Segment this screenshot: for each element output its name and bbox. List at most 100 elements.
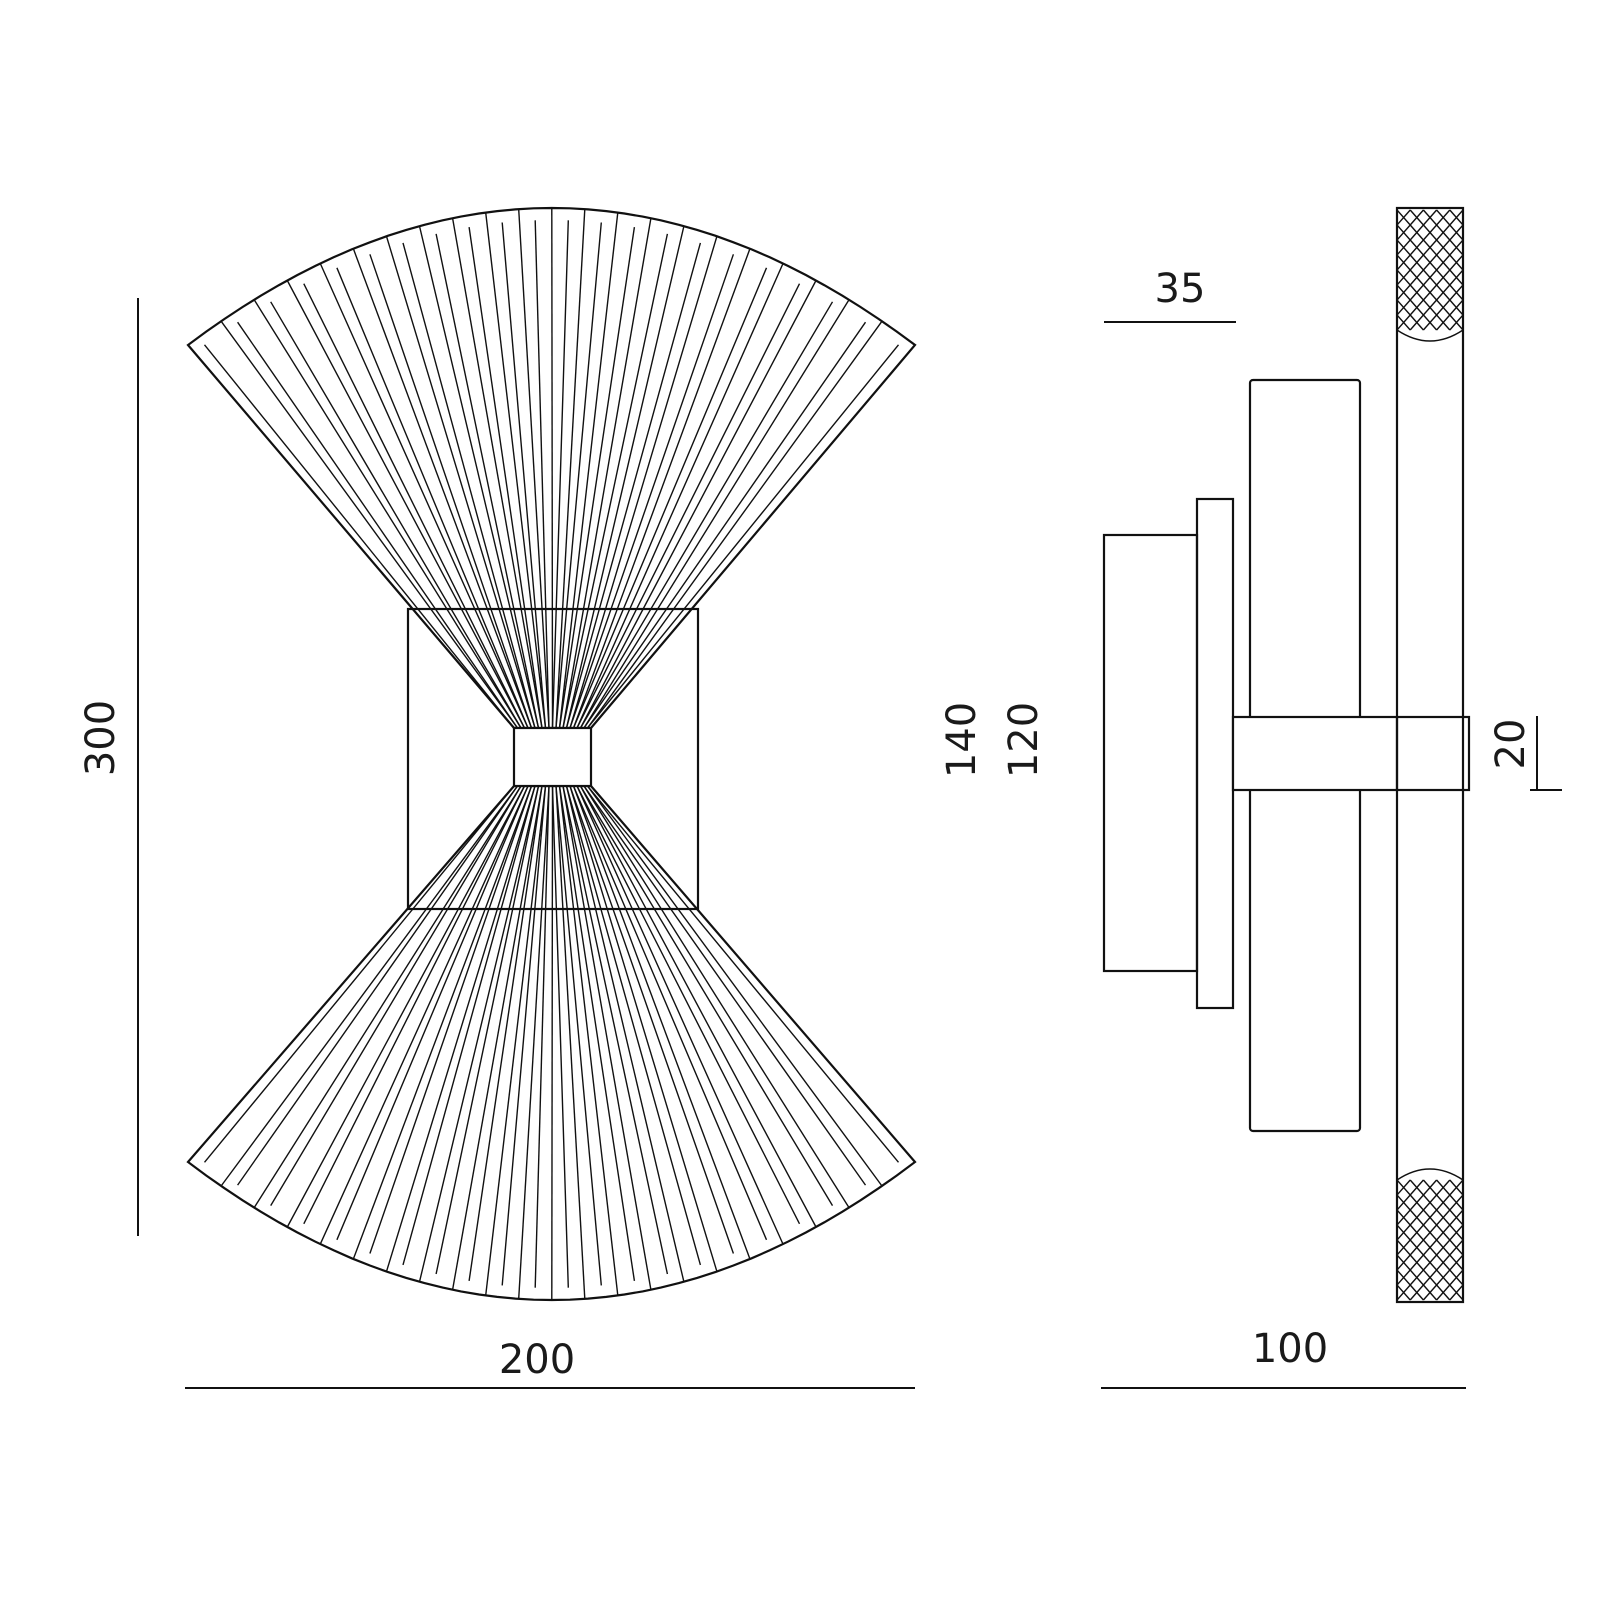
pleat-line — [583, 321, 867, 729]
pleat-line — [253, 785, 522, 1208]
mesh-line — [1422, 1209, 1438, 1226]
mesh-line — [1436, 254, 1451, 271]
side-view — [1102, 206, 1471, 1304]
pleat-line — [418, 225, 540, 729]
pleat-line — [572, 248, 751, 729]
mesh-line — [1396, 224, 1411, 241]
mesh-line — [1422, 239, 1438, 256]
pleat-line — [534, 785, 550, 1288]
pleat-line — [319, 785, 529, 1245]
pleat-line — [583, 785, 850, 1208]
pleat-line — [336, 785, 529, 1241]
mesh-line — [1409, 209, 1424, 226]
side-backplate — [1195, 497, 1235, 1010]
pleat-line — [565, 785, 702, 1266]
pleat-line — [369, 254, 533, 729]
pleat-line — [485, 212, 547, 729]
lower-fan-shade — [186, 784, 917, 1302]
pleat-line — [551, 785, 569, 1288]
front-view — [186, 206, 917, 1302]
pleat-line — [586, 785, 883, 1187]
mesh-line — [1396, 1239, 1411, 1256]
mesh-line — [1436, 284, 1451, 301]
mesh-line — [1396, 1194, 1411, 1211]
pleat-line — [572, 785, 751, 1260]
pleat-line — [485, 785, 547, 1296]
pleat-line — [590, 344, 916, 729]
mesh-curve — [1396, 329, 1464, 342]
pleat-line — [220, 785, 519, 1187]
mesh-line — [1396, 1224, 1411, 1241]
pleat-line — [586, 785, 900, 1163]
pleat-line — [569, 236, 718, 729]
pleat-line — [468, 785, 543, 1282]
pleat-line — [576, 263, 784, 729]
pleat-line — [586, 320, 883, 729]
mesh-line — [1422, 1269, 1438, 1286]
pleat-line — [558, 226, 636, 729]
pleat-line — [562, 785, 669, 1275]
mesh-line — [1409, 1179, 1424, 1196]
mesh-line — [1409, 1269, 1424, 1286]
pleat-line — [385, 236, 536, 729]
mesh-line — [1396, 299, 1411, 316]
mesh-line — [1449, 1269, 1464, 1286]
mesh-line — [1422, 1284, 1438, 1301]
pleat-line — [402, 785, 536, 1266]
side-wall-block — [1102, 533, 1199, 973]
pleat-line — [565, 785, 685, 1282]
pleat-line — [579, 785, 834, 1206]
pleat-line — [286, 280, 526, 729]
pleat-line — [572, 267, 768, 729]
pleat-line — [579, 301, 834, 729]
pleat-line — [569, 254, 735, 729]
pleat-line — [451, 218, 543, 729]
mesh-line — [1409, 1254, 1424, 1271]
mesh-line — [1409, 284, 1424, 301]
pleat-line — [286, 785, 526, 1228]
mesh-line — [1449, 269, 1464, 286]
mesh-line — [1449, 1209, 1464, 1226]
pleat-line — [369, 785, 533, 1254]
pleat-line — [518, 785, 550, 1299]
pleat-line — [579, 280, 817, 729]
pleat-line — [569, 785, 718, 1272]
mesh-line — [1422, 1224, 1438, 1241]
front-dimensions: 300 200 140 120 — [78, 298, 1047, 1389]
pleat-line — [555, 209, 586, 729]
pleat-line — [237, 321, 519, 729]
mesh-line — [1396, 269, 1411, 286]
mesh-line — [1396, 209, 1411, 226]
mesh-line — [1436, 1224, 1451, 1241]
mesh-line — [1436, 269, 1451, 286]
mesh-line — [1449, 209, 1464, 226]
backplate-depth-label: 35 — [1155, 266, 1206, 312]
mesh-line — [1396, 1209, 1411, 1226]
mesh-line — [1436, 1269, 1451, 1286]
mesh-line — [1396, 1179, 1411, 1196]
pleat-line — [576, 785, 784, 1245]
mesh-line — [1396, 314, 1411, 331]
pleat-line — [352, 785, 533, 1260]
pleat-line — [565, 225, 685, 729]
mesh-line — [1422, 209, 1438, 226]
pleat-line — [237, 785, 519, 1186]
pleat-line — [555, 222, 602, 729]
pleat-line — [562, 233, 669, 729]
mesh-line — [1396, 254, 1411, 271]
mesh-line — [1449, 1239, 1464, 1256]
mesh-line — [1422, 1194, 1438, 1211]
mesh-line — [1436, 239, 1451, 256]
mesh-line — [1396, 284, 1411, 301]
mesh-line — [1422, 269, 1438, 286]
pleat-line — [562, 785, 652, 1290]
pleat-line — [270, 301, 522, 729]
center-hub — [512, 726, 593, 788]
pleat-pattern-bottom — [1396, 1168, 1464, 1301]
pleat-line — [576, 785, 801, 1225]
height-dimension-label: 300 — [78, 700, 124, 776]
mesh-line — [1449, 1194, 1464, 1211]
mesh-line — [1436, 1239, 1451, 1256]
mesh-line — [1409, 299, 1424, 316]
mesh-line — [1396, 1254, 1411, 1271]
